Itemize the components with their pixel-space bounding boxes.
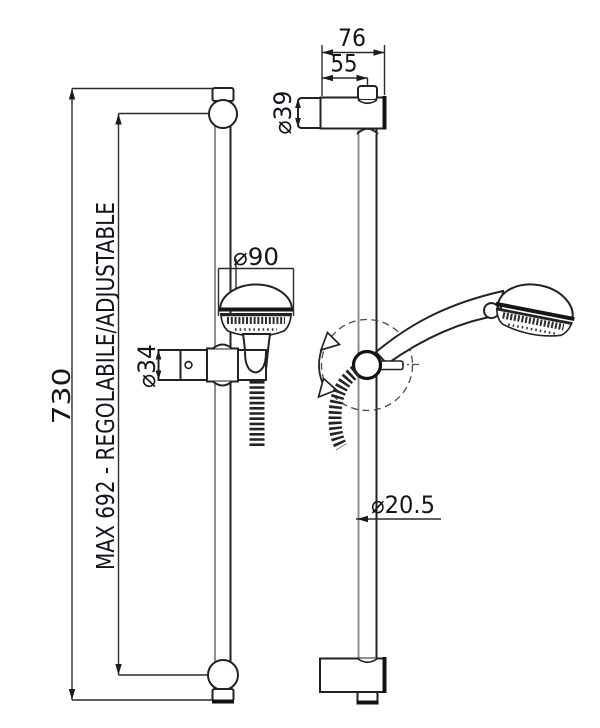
dimension-text-55: 55 xyxy=(331,50,358,78)
bracket-body xyxy=(319,657,386,693)
handshower-head-side xyxy=(483,283,575,337)
pivot-assembly xyxy=(320,289,505,412)
slider-holder xyxy=(157,343,267,387)
rail-shoulder-top xyxy=(212,343,233,350)
holder-socket xyxy=(237,349,267,381)
dimension-head-diameter: ⌀90 xyxy=(217,243,295,316)
bottom-ball-joint xyxy=(207,659,239,691)
dimension-rail-diameter: ⌀20.5 xyxy=(356,491,441,523)
knob-base-curve xyxy=(357,99,378,105)
head-dome xyxy=(496,283,574,321)
arrowhead-right-icon xyxy=(373,49,385,56)
arrowhead-left-icon xyxy=(357,515,368,523)
head-dome xyxy=(218,283,294,311)
rotation-arrowhead-top-icon xyxy=(319,330,342,352)
arrowhead-down-icon xyxy=(68,689,76,700)
dimension-text-d20-5: ⌀20.5 xyxy=(371,491,435,519)
pivot-ball xyxy=(351,349,383,381)
rotation-arrow xyxy=(317,330,342,399)
bottom-wall-bracket-side xyxy=(319,657,387,705)
handshower-handle xyxy=(374,289,505,366)
dimension-rail-offset: 55 xyxy=(322,50,369,86)
arrowhead-up-icon xyxy=(68,88,76,100)
front-view: 730 MAX 692 - REGOLABILE/ADJUSTABLE xyxy=(47,87,295,704)
arrowhead-up-icon xyxy=(295,98,301,108)
bracket-knob xyxy=(357,85,378,101)
flexible-hose-side xyxy=(328,365,361,451)
arrowhead-right-icon xyxy=(356,74,368,82)
dimension-bracket-projection: 76 xyxy=(321,24,386,96)
rail-front xyxy=(214,99,232,690)
dimension-text-d34: ⌀34 xyxy=(133,344,161,388)
dimension-overall-height: 730 xyxy=(47,87,233,701)
rail-shoulder-bottom xyxy=(212,380,233,387)
bracket-nose xyxy=(297,97,322,129)
top-wall-mount-front xyxy=(208,87,238,129)
holder-knob-block xyxy=(157,349,208,381)
dimension-text-d90: ⌀90 xyxy=(233,243,279,271)
arrowhead-down-icon xyxy=(295,118,301,128)
top-wall-bracket-side xyxy=(297,85,387,135)
rail-side xyxy=(357,129,378,660)
rail-shoulder xyxy=(356,127,379,135)
head-rim-line xyxy=(495,307,573,325)
arrowhead-left-icon xyxy=(322,49,333,56)
arrowhead-down-icon xyxy=(155,370,162,380)
side-view: 76 55 ⌀39 xyxy=(269,24,575,705)
spray-nozzles-dots xyxy=(507,323,556,335)
top-ball-joint xyxy=(208,99,238,129)
spray-nozzles-row xyxy=(502,312,565,331)
bottom-wall-mount-front xyxy=(207,659,239,704)
rotation-arrowhead-bottom-icon xyxy=(317,376,339,399)
dimension-text-max-692: MAX 692 - REGOLABILE/ADJUSTABLE xyxy=(91,202,120,570)
head-rim-band xyxy=(495,301,575,322)
dimension-text-d39: ⌀39 xyxy=(269,91,297,135)
dimension-adjustable-range: MAX 692 - REGOLABILE/ADJUSTABLE xyxy=(91,112,208,676)
socket-cup-curve xyxy=(244,351,267,374)
dimension-bracket-diameter: ⌀39 xyxy=(269,91,301,135)
dimension-text-76: 76 xyxy=(338,24,366,52)
holder-clamp xyxy=(206,347,239,383)
arrowhead-left-icon xyxy=(322,74,333,82)
arrowhead-up-icon xyxy=(155,350,162,360)
bottom-cap xyxy=(211,688,235,702)
holder-button xyxy=(184,360,193,370)
dimension-holder-diameter: ⌀34 xyxy=(133,344,162,388)
locking-lever xyxy=(378,360,404,371)
dimension-text-730: 730 xyxy=(47,368,76,425)
arrowhead-down-icon xyxy=(115,664,122,675)
rail-shoulder xyxy=(357,657,378,664)
arrowhead-up-icon xyxy=(115,113,122,125)
